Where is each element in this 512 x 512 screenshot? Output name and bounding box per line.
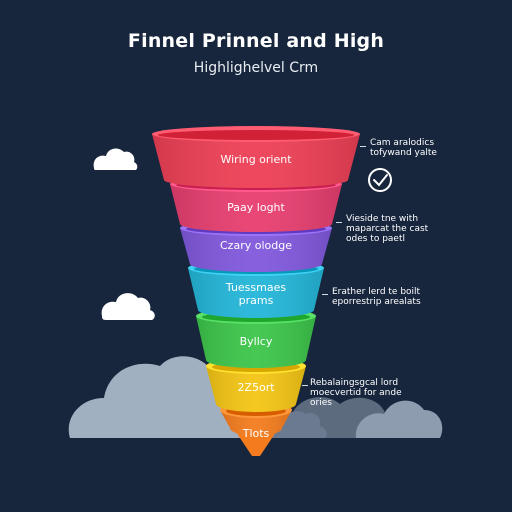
cloud-icon xyxy=(355,400,443,438)
funnel-layers xyxy=(152,126,360,436)
stage-label: Tlots xyxy=(242,427,270,440)
annotation-connector xyxy=(360,146,366,147)
funnel-stage xyxy=(188,260,324,318)
annotation-connector xyxy=(322,294,328,295)
stage-label: Byllcy xyxy=(239,335,273,348)
funnel-stage xyxy=(180,220,332,272)
stage-label: Czary olodge xyxy=(220,239,292,252)
page-subtitle: Highlighelvel Crm xyxy=(193,60,319,76)
annotation-connector xyxy=(302,385,308,386)
stage-label: Paay loght xyxy=(227,201,285,214)
stage-label: 2Z5ort xyxy=(237,381,275,394)
cloud-icon xyxy=(101,293,155,320)
annotation-connector xyxy=(336,222,342,223)
page-title: Finnel Prinnel and High xyxy=(127,30,385,52)
funnel-stage xyxy=(152,126,360,188)
stage-label: Wiring orient xyxy=(220,153,292,166)
check-circle-icon xyxy=(368,168,392,192)
cloud-icon xyxy=(93,148,138,170)
